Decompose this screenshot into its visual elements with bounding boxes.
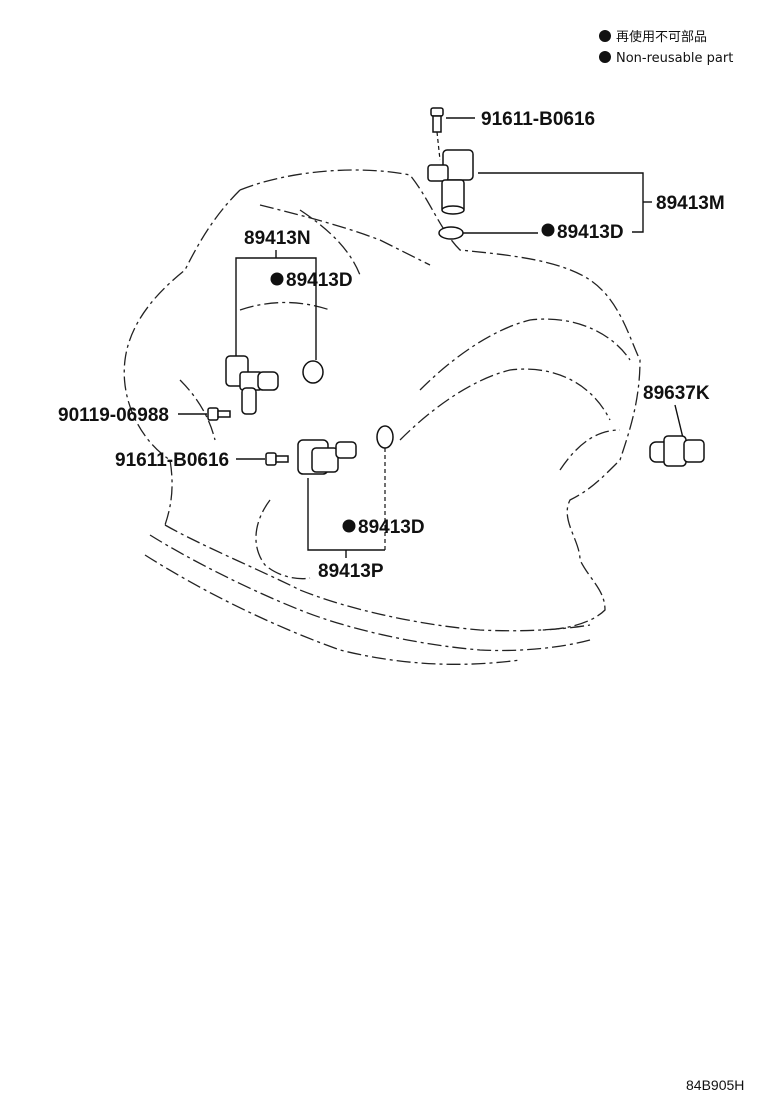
label-sensor-89637k: 89637K [643,383,710,404]
transmission-outline [123,169,641,665]
label-bolt-90119: 90119-06988 [58,405,169,426]
label-sensor-89413p: 89413P [318,561,384,582]
sensor-89413p [297,439,357,475]
gasket-top-icon [438,226,464,240]
bolt-left-top-icon [207,407,231,421]
bolt-left-bottom-icon [265,452,289,466]
legend: 再使用不可部品 Non-reusable part [599,29,733,66]
label-gasket-89413d-lower: 89413D [358,517,425,538]
non-reusable-bullet-icon [342,519,356,533]
legend-bullet-icon [599,30,611,42]
label-bolt-91611-left: 91611-B0616 [115,450,229,471]
legend-line-1: 再使用不可部品 [616,29,707,45]
sensor-89413n [225,355,279,415]
label-sensor-89413n: 89413N [244,228,311,249]
sensor-89413m [427,149,474,215]
label-sensor-89413m: 89413M [656,193,725,214]
label-gasket-89413d-top: 89413D [557,222,624,243]
sensor-89637k [649,435,705,467]
non-reusable-bullet-icon [541,223,555,237]
non-reusable-bullet-icon [270,272,284,286]
diagram-code: 84B905H [686,1077,744,1093]
legend-bullet-icon [599,51,611,63]
gasket-left-icon [302,360,324,384]
bolt-top-icon [430,107,444,161]
gasket-lower-icon [376,425,394,449]
label-bolt-top: 91611-B0616 [481,109,595,130]
label-gasket-89413d-left: 89413D [286,270,353,291]
legend-line-2: Non-reusable part [616,51,733,66]
